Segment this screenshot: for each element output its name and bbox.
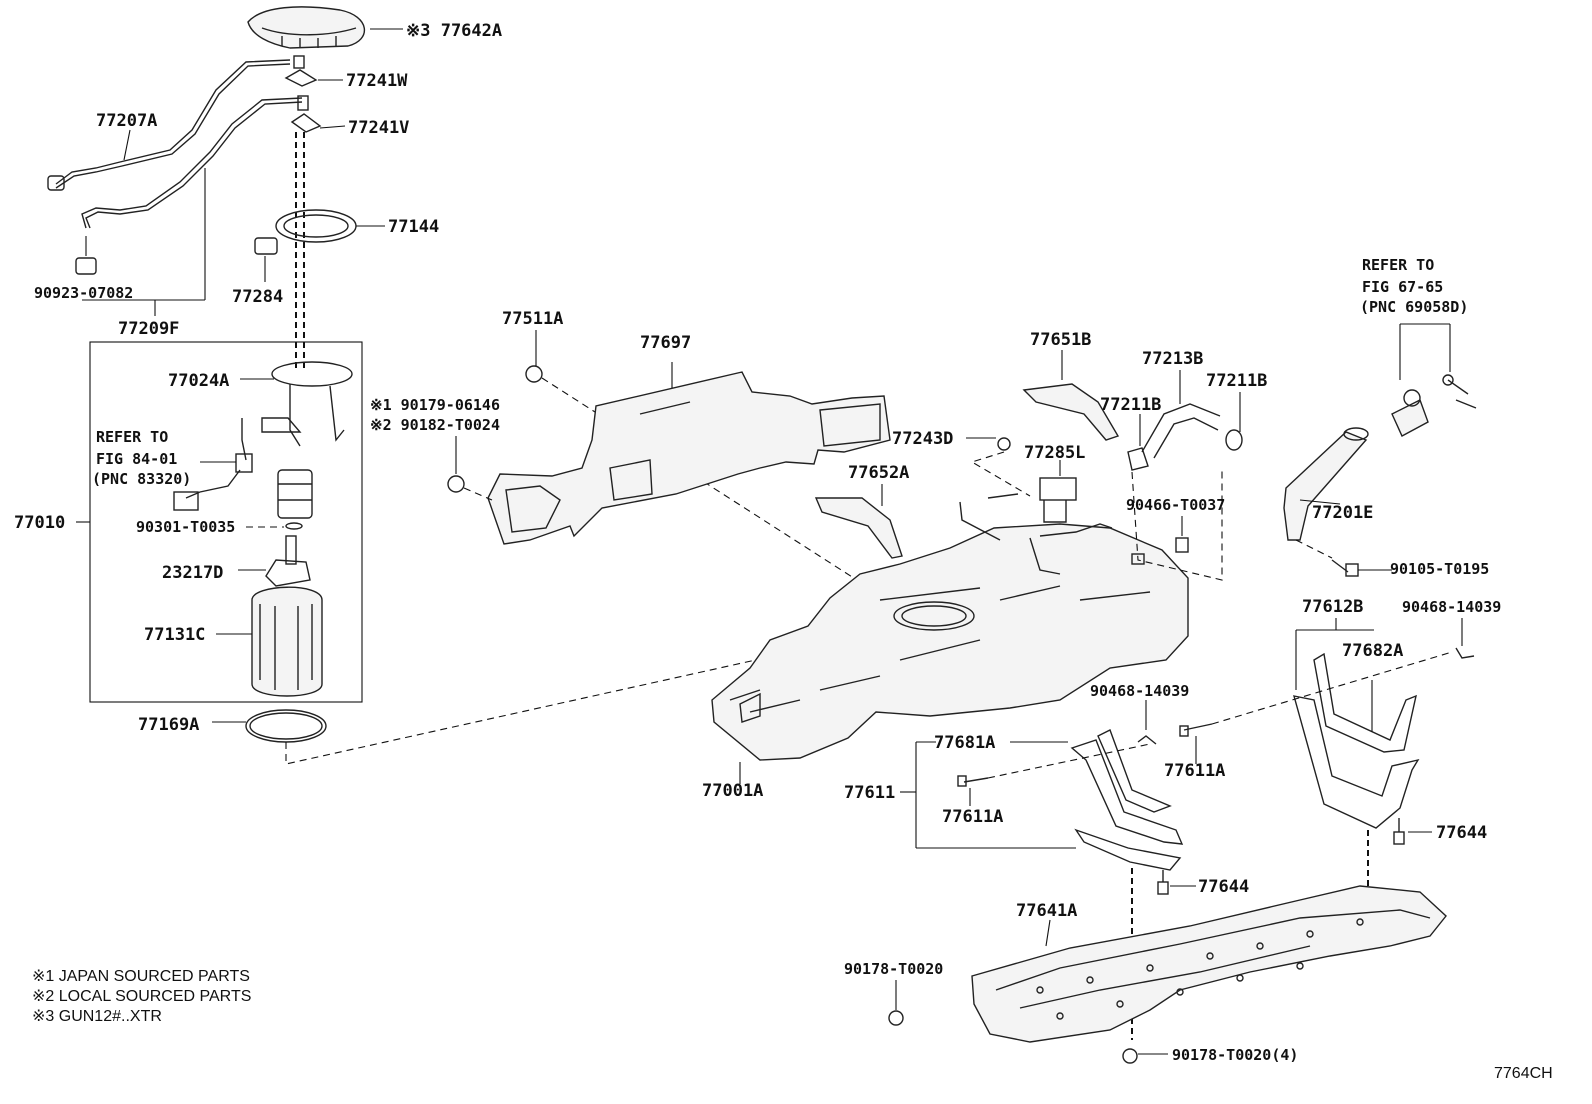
label-77241V: 77241V <box>348 118 409 138</box>
label-77243D: 77243D <box>892 429 953 449</box>
refer-fig84-line2: FIG 84-01 <box>96 450 177 468</box>
footnote-3: ※3 GUN12#..XTR <box>32 1008 162 1025</box>
part-23217D-pressure-regulator <box>265 535 311 587</box>
part-77213B-hose <box>1141 403 1221 459</box>
part-77211B-clamp-left <box>1127 447 1149 471</box>
label-77652A: 77652A <box>848 463 909 483</box>
label-77285L: 77285L <box>1024 443 1085 463</box>
label-77612B: 77612B <box>1302 597 1363 617</box>
label-77207A: 77207A <box>96 111 157 131</box>
part-77611-strap-assembly <box>1074 828 1182 871</box>
label-90468-14039-right: 90468-14039 <box>1402 598 1501 616</box>
part-90466-T0037-clip <box>1175 537 1189 553</box>
label-77241W: 77241W <box>346 71 408 91</box>
part-77651B-strap-pad <box>1022 383 1120 441</box>
label-77642A: ※3 77642A <box>406 21 502 41</box>
label-90301-T0035: 90301-T0035 <box>136 518 235 536</box>
part-77611A-bolt-left <box>957 775 989 787</box>
part-90923-07082-connector <box>75 257 97 275</box>
label-90923-07082: 90923-07082 <box>34 284 133 302</box>
label-90179-06146: ※1 90179-06146 <box>370 396 500 414</box>
footnote-1: ※1 JAPAN SOURCED PARTS <box>32 968 250 985</box>
label-77644-right: 77644 <box>1436 823 1487 843</box>
label-77651B: 77651B <box>1030 330 1091 350</box>
label-77001A: 77001A <box>702 781 763 801</box>
label-77201E: 77201E <box>1312 503 1373 523</box>
part-90468-14039-clip-left <box>1137 735 1157 745</box>
label-77644-center: 77644 <box>1198 877 1249 897</box>
part-labels: ※3 77642A 77241W 77241V 77207A 77144 772… <box>14 21 1501 1064</box>
label-77024A: 77024A <box>168 371 229 391</box>
part-77644-bolt-center <box>1157 870 1169 895</box>
label-23217D: 23217D <box>162 563 223 583</box>
label-90182-T0024: ※2 90182-T0024 <box>370 416 500 434</box>
part-77001A-fuel-tank <box>711 523 1189 761</box>
footnotes: ※1 JAPAN SOURCED PARTS ※2 LOCAL SOURCED … <box>32 968 251 1025</box>
refer-fig67-line1: REFER TO <box>1362 256 1434 274</box>
part-77207A-tube <box>47 59 291 191</box>
part-90105-T0195-bolt <box>1331 559 1359 577</box>
label-77681A: 77681A <box>934 733 995 753</box>
label-77611A-left: 77611A <box>942 807 1003 827</box>
label-90466-T0037: 90466-T0037 <box>1126 496 1225 514</box>
label-77641A: 77641A <box>1016 901 1077 921</box>
part-77285L-valve <box>1039 477 1077 523</box>
part-77681A-strap <box>1070 729 1184 845</box>
part-77024A-pump-bracket <box>173 361 353 511</box>
label-77611A-right: 77611A <box>1164 761 1225 781</box>
refer-fig84-line3: (PNC 83320) <box>92 470 191 488</box>
part-77211B-clamp-right <box>1225 429 1243 451</box>
part-90301-T0035-o-ring <box>285 522 303 530</box>
part-77284-clamp <box>254 237 278 255</box>
label-77511A: 77511A <box>502 309 563 329</box>
part-vapor-hose <box>959 493 1113 575</box>
label-77211B-left: 77211B <box>1100 395 1161 415</box>
part-77612B-strap <box>1293 695 1420 829</box>
label-77213B: 77213B <box>1142 349 1203 369</box>
label-77169A: 77169A <box>138 715 199 735</box>
refer-fig84-line1: REFER TO <box>96 428 168 446</box>
part-77144-retainer-ring <box>275 209 357 243</box>
part-90468-14039-clip-right <box>1455 647 1475 659</box>
footnote-2: ※2 LOCAL SOURCED PARTS <box>32 988 251 1005</box>
part-77682A-strap <box>1313 652 1417 753</box>
label-77284: 77284 <box>232 287 283 307</box>
label-77682A: 77682A <box>1342 641 1403 661</box>
part-77201E-filler-pipe <box>1283 427 1369 541</box>
label-77211B-right: 77211B <box>1206 371 1267 391</box>
part-77169A-gasket <box>245 709 327 743</box>
part-77611A-bolt-right <box>1179 723 1213 737</box>
label-90178-T0020-bottom: 90178-T0020(4) <box>1172 1046 1298 1064</box>
part-90179-90182-nut <box>447 475 465 493</box>
part-77131C-pump-housing <box>251 586 323 697</box>
label-77131C: 77131C <box>144 625 205 645</box>
label-77611: 77611 <box>844 783 895 803</box>
part-77697-heat-shield <box>487 371 891 545</box>
part-90178-T0020-nut-left <box>888 1010 904 1026</box>
label-77144: 77144 <box>388 217 439 237</box>
part-77644-bolt-right <box>1393 818 1405 845</box>
part-77209F-tube <box>81 97 303 229</box>
part-77652A-strap-pad <box>814 497 903 559</box>
label-77697: 77697 <box>640 333 691 353</box>
part-fuel-cap <box>1391 374 1477 437</box>
label-90468-14039-left: 90468-14039 <box>1090 682 1189 700</box>
part-77243D-grommet <box>997 437 1011 451</box>
part-77511A-clip <box>525 365 543 383</box>
label-77209F: 77209F <box>118 319 179 339</box>
refer-fig67-line2: FIG 67-65 <box>1362 278 1443 296</box>
part-77642A-cover <box>247 6 366 49</box>
part-77241V-clip <box>290 95 322 133</box>
part-fuel-filter <box>277 469 313 519</box>
figure-code: 7764CH <box>1494 1065 1553 1082</box>
label-90178-T0020-left: 90178-T0020 <box>844 960 943 978</box>
label-77010: 77010 <box>14 513 65 533</box>
refer-fig67-line3: (PNC 69058D) <box>1360 298 1468 316</box>
part-77641A-under-cover <box>971 885 1447 1043</box>
label-90105-T0195: 90105-T0195 <box>1390 560 1489 578</box>
part-90178-T0020-nut-bottom <box>1122 1048 1138 1064</box>
part-77241W-clip <box>284 55 318 87</box>
